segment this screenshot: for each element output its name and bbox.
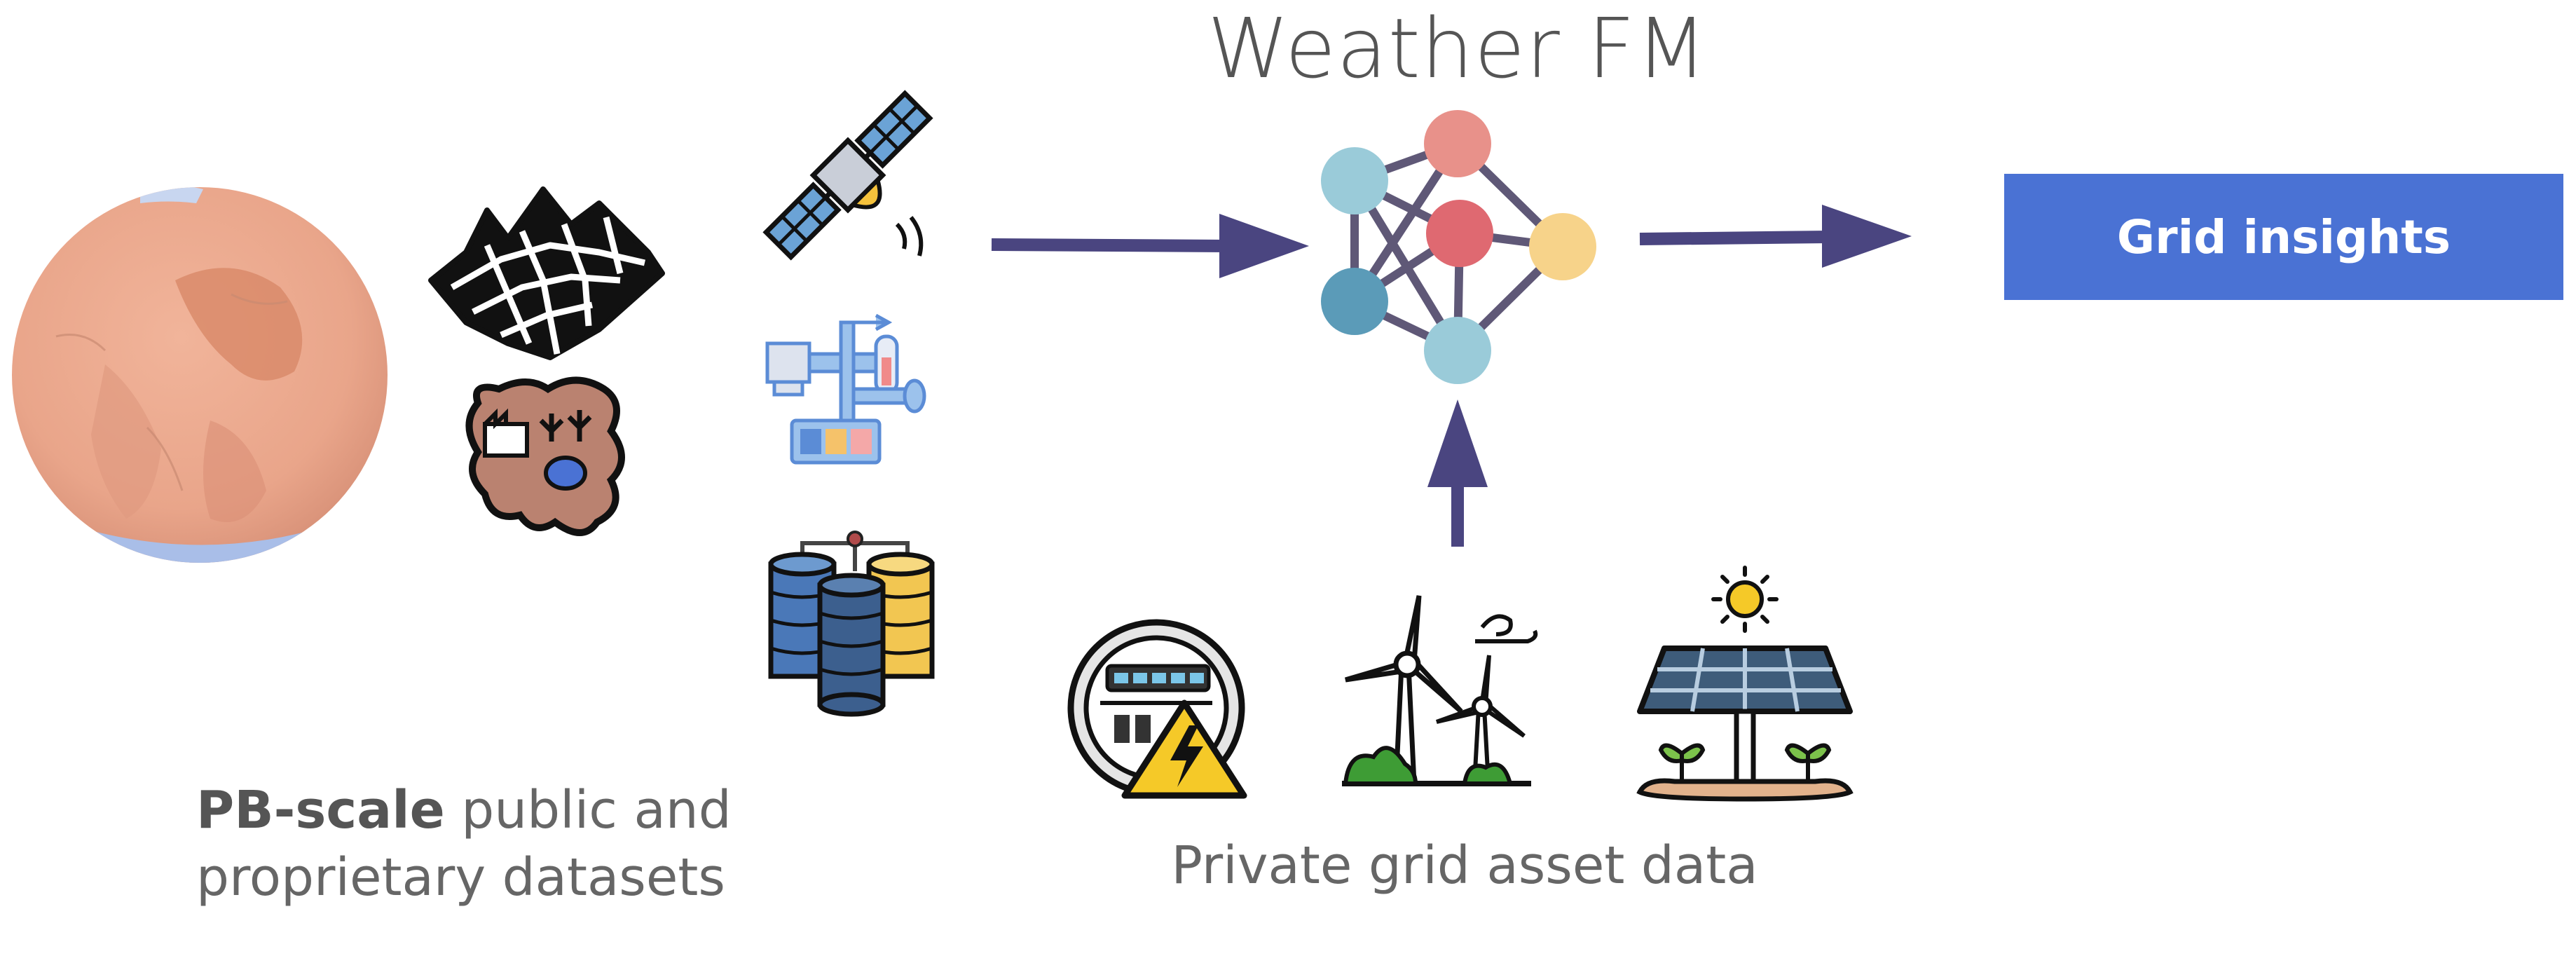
- arrow-to-model: [991, 214, 1309, 278]
- datasets-caption-line1: public and: [444, 780, 732, 840]
- land-use-map-icon: [465, 376, 625, 536]
- grid-assets-caption: Private grid asset data: [1171, 835, 1758, 896]
- globe-temperature-map-icon: [12, 187, 388, 563]
- datasets-caption-line2: proprietary datasets: [196, 847, 725, 908]
- satellite-icon: [762, 90, 933, 261]
- arrow-to-insights: [1639, 205, 1912, 268]
- page-title: Weather FM: [1207, 0, 1708, 97]
- neural-network-icon: [1321, 110, 1596, 384]
- network-node: [1321, 147, 1388, 214]
- datasets-caption-bold: PB-scale: [196, 780, 445, 840]
- network-node: [1424, 110, 1491, 177]
- datasets-caption: PB-scale public and proprietary datasets: [196, 777, 757, 911]
- terrain-mesh-icon: [428, 186, 665, 360]
- grid-insights-box: Grid insights: [2004, 174, 2563, 300]
- network-node: [1321, 268, 1388, 335]
- arrow-from-grid-assets: [1427, 399, 1488, 547]
- solar-panel-icon: [1636, 566, 1854, 802]
- weather-station-icon: [765, 313, 926, 465]
- network-node: [1424, 317, 1491, 384]
- grid-insights-label: Grid insights: [2116, 210, 2451, 264]
- network-node: [1529, 213, 1596, 280]
- electric-meter-icon: [1067, 619, 1247, 799]
- wind-turbines-icon: [1342, 595, 1538, 786]
- database-cluster-icon: [768, 531, 935, 717]
- network-node: [1426, 200, 1493, 267]
